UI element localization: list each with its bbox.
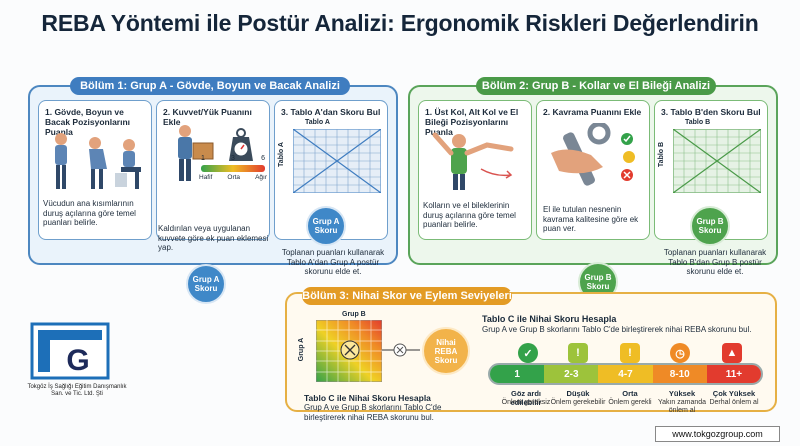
level-segment: 8-10 — [652, 365, 707, 383]
group-a-score-badge: Grup A Skoru — [306, 206, 346, 246]
card-title: 3. Tablo B'den Skoru Bul — [661, 107, 761, 117]
card-desc: Toplanan puanları kullanarak Tablo A'dan… — [281, 248, 385, 276]
group-b-score-badge: Grup B Skoru — [690, 206, 730, 246]
table-a-side-label: Tablo A — [277, 142, 285, 167]
final-reba-score-badge: Nihai REBA Skoru — [422, 327, 470, 375]
card-title: 1. Üst Kol, Alt Kol ve El Bileği Pozisyo… — [425, 107, 519, 137]
scale-label: Ağır — [255, 174, 267, 181]
level-desc: Önlem gerekli — [608, 399, 652, 406]
card-title: 2. Kuvvet/Yük Puanını Ekle — [163, 107, 252, 127]
table-c-desc: Grup A ve Grup B skorlarını Tablo C'de b… — [304, 403, 442, 422]
force-scale-numbers: 1 3 6 — [201, 155, 265, 162]
scale-num: 3 — [231, 155, 235, 162]
arrow-icon — [382, 343, 420, 357]
arm-positions-icon — [432, 132, 514, 190]
card-desc: Toplanan puanları kullanarak Tablo B'dan… — [663, 248, 767, 276]
scale-num: 6 — [261, 155, 265, 162]
company-name: Tokgöz İş Sağlığı Eğitim Danışmanlık San… — [27, 384, 127, 397]
company-logo: G — [30, 322, 110, 380]
level-name: Göz ardı edilebilir — [510, 389, 542, 407]
card-a-posture: 1. Gövde, Boyun ve Bacak Pozisyonlarını … — [38, 100, 152, 240]
website-link[interactable]: www.tokgozgroup.com — [655, 426, 780, 442]
section-b-header: Bölüm 2: Grup B - Kollar ve El Bileği An… — [476, 77, 716, 95]
card-desc: El ile tutulan nesnenin kavrama kalitesi… — [543, 205, 639, 233]
warning-icon: ! — [568, 343, 588, 363]
level-segment: 2-3 — [544, 365, 599, 383]
table-b-side-label: Tablo B — [658, 141, 666, 168]
force-scale-labels: Hafif Orta Ağır — [199, 174, 267, 181]
lifting-worker-icon — [178, 125, 253, 181]
level-desc: Derhal önlem al — [709, 399, 759, 406]
group-a-result-badge: Grup A Skoru — [186, 264, 226, 304]
card-title: 2. Kavrama Puanını Ekle — [543, 107, 642, 117]
level-segment: 11+ — [706, 365, 761, 383]
posture-figures-icon — [55, 133, 141, 189]
level-segment: 1 — [490, 365, 545, 383]
table-c-heatmap-icon — [316, 320, 382, 382]
level-desc: Önlem gerekebilir — [550, 399, 606, 406]
section-a-header: Bölüm 1: Grup A - Gövde, Boyun ve Bacak … — [70, 77, 350, 95]
section-c-header: Bölüm 3: Nihai Skor ve Eylem Seviyeleri — [302, 287, 512, 305]
card-b-grip: 2. Kavrama Puanını Ekle El ile tutulan n… — [536, 100, 650, 240]
page-title: REBA Yöntemi ile Postür Analizi: Ergonom… — [41, 10, 759, 36]
card-a-table: 3. Tablo A'dan Skoru Bul Tablo A Tablo A — [274, 100, 388, 240]
check-icon: ✓ — [518, 343, 538, 363]
grid-side-label: Grup A — [298, 337, 306, 362]
card-desc: Kolların ve el bileklerinin duruş açılar… — [423, 201, 516, 229]
level-desc: Önlem gereksiz — [501, 399, 551, 406]
clock-icon: ◷ — [670, 343, 690, 363]
warning-icon: ! — [620, 343, 640, 363]
level-segment: 4-7 — [598, 365, 653, 383]
table-b-top-label: Tablo B — [685, 119, 711, 126]
level-name: Düşük — [566, 389, 590, 398]
scale-label: Hafif — [199, 174, 213, 181]
card-b-arm: 1. Üst Kol, Alt Kol ve El Bileği Pozisyo… — [418, 100, 532, 240]
section-c-right-desc: Grup A ve Grup B skorlarını Tablo C'de b… — [482, 325, 752, 334]
card-desc: Vücudun ana kısımlarının duruş açılarına… — [43, 199, 136, 227]
card-title: 3. Tablo A'dan Skoru Bul — [281, 107, 381, 117]
svg-text:G: G — [66, 344, 89, 377]
table-a-grid-icon — [293, 129, 381, 193]
card-a-force: 2. Kuvvet/Yük Puanını Ekle 1 3 6 Hafif O… — [156, 100, 270, 240]
force-scale-bar — [201, 165, 265, 172]
grid-top-label: Grup B — [342, 311, 366, 318]
section-c-right-title: Tablo C ile Nihai Skoru Hesapla — [482, 314, 617, 324]
level-desc: Yakın zamanda önlem al — [657, 399, 707, 414]
wrench-grip-icon — [551, 123, 635, 186]
scale-num: 1 — [201, 155, 205, 162]
level-name: Yüksek — [668, 389, 696, 398]
card-title: 1. Gövde, Boyun ve Bacak Pozisyonlarını … — [45, 107, 131, 137]
card-desc: Kaldırılan veya uygulanan kuvvete göre e… — [158, 224, 269, 252]
table-c-title: Tablo C ile Nihai Skoru Hesapla — [304, 393, 431, 403]
level-name: Orta — [622, 389, 638, 398]
table-b-grid-icon — [673, 129, 761, 193]
level-name: Çok Yüksek — [712, 389, 756, 398]
risk-level-bar: 1 2-3 4-7 8-10 11+ — [488, 363, 763, 385]
alarm-icon: ▲ — [722, 343, 742, 363]
table-a-top-label: Tablo A — [305, 119, 330, 126]
scale-label: Orta — [227, 174, 241, 181]
